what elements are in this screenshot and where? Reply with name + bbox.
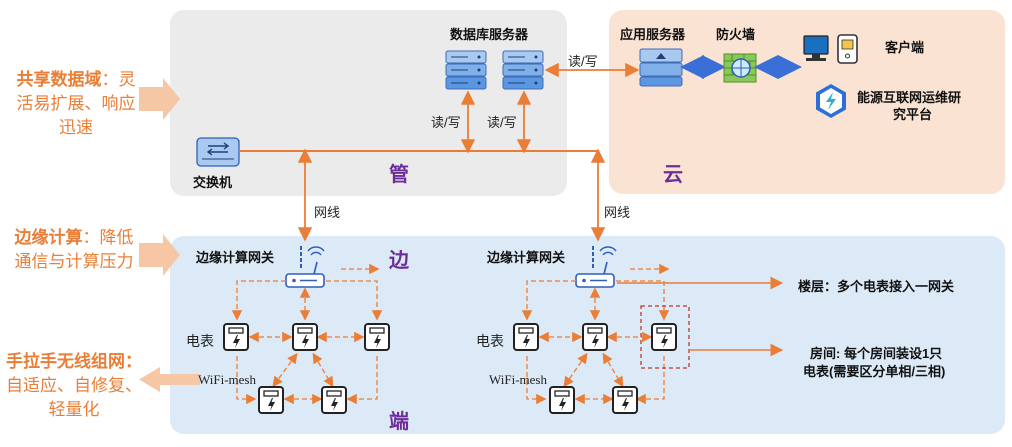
firewall-label: 防火墙 bbox=[716, 27, 756, 42]
note-edge-line1: 降低 bbox=[99, 228, 134, 247]
note-shared-data: 共享数据域：灵 活易扩展、响应 迅速 bbox=[8, 68, 144, 140]
rw-label-right: 读/写 bbox=[487, 115, 517, 130]
switch-icon bbox=[196, 137, 240, 167]
note-edge-title: 边缘计算 bbox=[14, 228, 83, 247]
gateway-left-icon bbox=[285, 261, 325, 288]
gateway-left-label: 边缘计算网关 bbox=[196, 250, 275, 265]
app-server-icon bbox=[639, 48, 683, 87]
switch-label: 交换机 bbox=[193, 175, 233, 190]
db-server-1-icon bbox=[445, 50, 487, 90]
meter-right-4-icon bbox=[549, 386, 575, 414]
meter-left-3-icon bbox=[364, 323, 390, 351]
platform-label-line2: 究平台 bbox=[893, 107, 933, 122]
mesh-right-label: WiFi-mesh bbox=[489, 372, 547, 387]
wifi-left-icon bbox=[307, 246, 325, 256]
note-edge-sep: ： bbox=[82, 228, 100, 247]
room-highlight-box bbox=[640, 305, 690, 369]
tier-cloud-label: 云 bbox=[663, 164, 683, 186]
note-edge-computing: 边缘计算：降低 通信与计算压力 bbox=[4, 226, 144, 274]
note-mesh-line3: 轻量化 bbox=[48, 400, 100, 419]
tier-end-label: 端 bbox=[389, 411, 409, 433]
tablet-icon bbox=[837, 34, 858, 64]
note-shared-data-line1: 灵 bbox=[118, 70, 136, 89]
note-mesh-line2: 自适应、自修复、 bbox=[6, 376, 142, 395]
app-server-label: 应用服务器 bbox=[620, 27, 686, 42]
note-shared-data-sep: ： bbox=[101, 70, 119, 89]
wifi-right-icon bbox=[599, 246, 617, 256]
mesh-left-label: WiFi-mesh bbox=[198, 372, 256, 387]
db-server-2-icon bbox=[502, 50, 544, 90]
rw-label-left: 读/写 bbox=[431, 115, 461, 130]
cable-left-label: 网线 bbox=[314, 205, 341, 220]
cable-right-label: 网线 bbox=[604, 205, 631, 220]
db-server-label: 数据库服务器 bbox=[450, 27, 529, 42]
gateway-right-icon bbox=[575, 261, 615, 288]
meter-left-4-icon bbox=[258, 386, 284, 414]
left-arrow-1-icon bbox=[139, 78, 180, 120]
firewall-icon bbox=[723, 53, 757, 83]
note-mesh-sep: ： bbox=[125, 352, 142, 371]
note-edge-line2: 通信与计算压力 bbox=[14, 252, 134, 271]
room-note-line2: 电表(需要区分单相/三相) bbox=[803, 364, 946, 379]
left-arrow-2-icon bbox=[139, 234, 180, 276]
mesh-links-left bbox=[231, 263, 383, 405]
meter-left-1-icon bbox=[223, 323, 249, 351]
desktop-computer-icon bbox=[803, 35, 829, 61]
client-label: 客户端 bbox=[885, 40, 925, 55]
platform-label-line1: 能源互联网运维研 bbox=[857, 90, 962, 105]
gateway-right-label: 边缘计算网关 bbox=[487, 250, 566, 265]
meter-left-2-icon bbox=[292, 323, 318, 351]
meter-right-label: 电表 bbox=[476, 333, 504, 349]
left-arrow-3-icon bbox=[139, 367, 200, 392]
tier-mgmt-label: 管 bbox=[389, 164, 409, 186]
rw-label-top: 读/写 bbox=[568, 54, 598, 69]
meter-left-label: 电表 bbox=[186, 333, 214, 349]
mesh-links-right bbox=[521, 263, 670, 405]
meter-right-1-icon bbox=[513, 323, 539, 351]
floor-note: 楼层：多个电表接入一网关 bbox=[798, 279, 955, 294]
meter-left-5-icon bbox=[321, 386, 347, 414]
meter-right-5-icon bbox=[612, 386, 638, 414]
room-note-line1: 房间: 每个房间装设1只 bbox=[810, 346, 943, 361]
note-shared-data-title: 共享数据域 bbox=[16, 70, 102, 89]
note-shared-data-line2: 活易扩展、响应 bbox=[16, 94, 136, 113]
meter-right-2-icon bbox=[582, 323, 608, 351]
platform-logo-icon bbox=[816, 84, 846, 118]
note-wireless-mesh: 手拉手无线组网： 自适应、自修复、 轻量化 bbox=[2, 350, 146, 422]
note-shared-data-line3: 迅速 bbox=[59, 118, 93, 137]
note-mesh-title: 手拉手无线组网 bbox=[6, 352, 125, 371]
tier-edge-label: 边 bbox=[389, 250, 409, 272]
meter-right-3-icon bbox=[651, 323, 677, 351]
